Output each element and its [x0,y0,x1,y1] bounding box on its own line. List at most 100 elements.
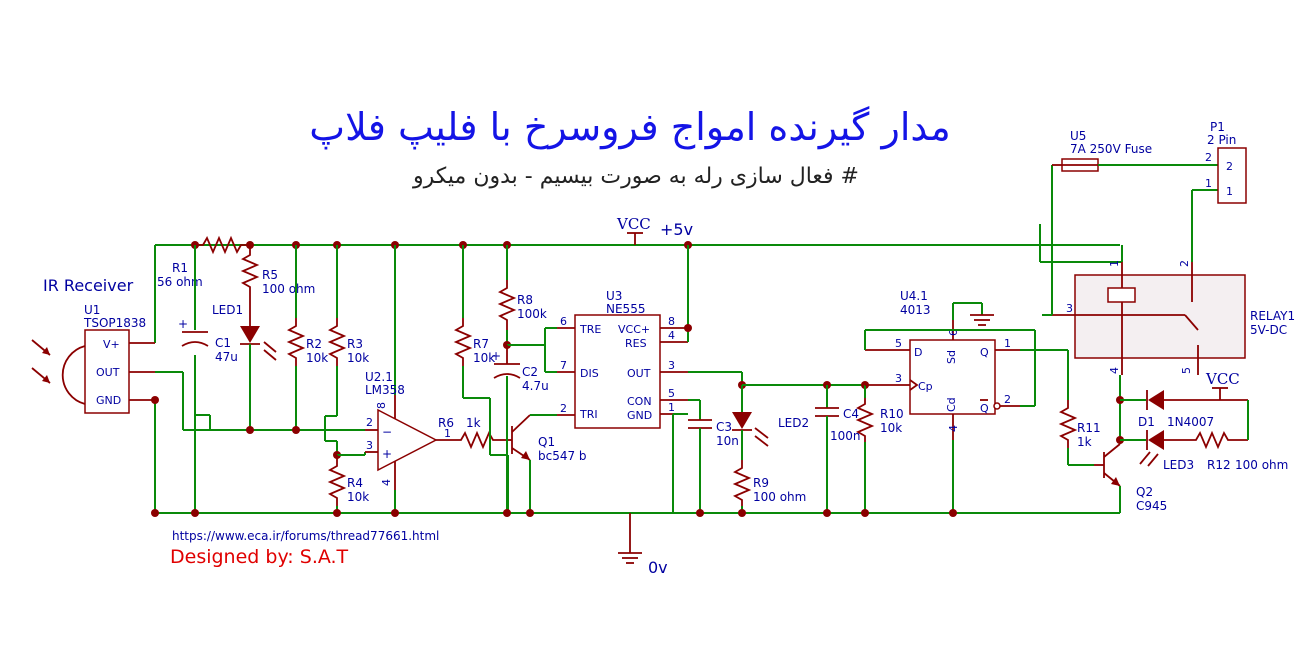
svg-text:4: 4 [380,479,393,486]
svg-text:3: 3 [366,439,373,452]
svg-text:100 ohm: 100 ohm [262,282,315,296]
svg-text:3: 3 [895,372,902,385]
svg-text:TSOP1838: TSOP1838 [83,316,146,330]
resistor-r2: R2 10k [286,318,328,366]
fuse-u5: U5 7A 250V Fuse [1052,129,1152,172]
svg-text:2: 2 [366,416,373,429]
resistor-r8: R8 100k [497,280,547,330]
svg-text:6: 6 [560,315,567,328]
svg-text:10k: 10k [347,351,369,365]
svg-text:1: 1 [444,427,451,440]
svg-text:1: 1 [668,401,675,414]
svg-text:bc547 b: bc547 b [538,449,587,463]
svg-text:RELAY1: RELAY1 [1250,309,1295,323]
resistor-r6: R6 1k [438,416,500,450]
svg-text:R5: R5 [262,268,278,282]
svg-text:100k: 100k [517,307,547,321]
led-led1: LED1 [212,296,277,361]
svg-text:R11: R11 [1077,421,1101,435]
resistor-r10: R10 10k [855,398,904,442]
vcc-symbol-top: VCC [616,215,651,245]
svg-text:2 Pin: 2 Pin [1207,133,1236,147]
resistor-r5: R5 100 ohm [240,245,315,296]
svg-text:10k: 10k [880,421,902,435]
diode-d1: D1 1N4007 [1138,390,1248,429]
svg-text:C2: C2 [522,365,538,379]
svg-text:5: 5 [1180,367,1193,374]
forum-link[interactable]: https://www.eca.ir/forums/thread77661.ht… [172,529,439,543]
svg-text:100n: 100n [830,429,861,443]
svg-text:C1: C1 [215,336,231,350]
resistor-r9: R9 100 ohm [732,460,806,506]
svg-text:100 ohm: 100 ohm [1235,458,1288,472]
svg-text:1: 1 [1108,260,1121,267]
timer-u3: U3 NE555 6 7 2 TRE DIS TRI 8 4 3 5 1 VCC… [557,289,688,429]
capacitor-c2: + C2 4.7u [491,345,549,393]
svg-text:10k: 10k [473,351,495,365]
svg-text:V+: V+ [103,338,120,351]
svg-text:IR Receiver: IR Receiver [43,276,134,295]
svg-text:LED3: LED3 [1163,458,1194,472]
svg-text:7A 250V Fuse: 7A 250V Fuse [1070,142,1152,156]
connector-p1: P1 2 Pin 2 1 2 1 [1205,120,1247,204]
svg-text:TRI: TRI [579,408,598,421]
svg-text:Cd: Cd [945,397,958,412]
svg-text:56 ohm: 56 ohm [157,275,203,289]
ir-receiver-u1: IR Receiver U1 TSOP1838 V+ OUT GND [31,276,155,414]
svg-text:2: 2 [1178,260,1191,267]
svg-text:5: 5 [668,387,675,400]
svg-text:VCC: VCC [616,215,651,233]
svg-text:R7: R7 [473,337,489,351]
opamp-u2: − + U2.1 LM358 8 2 3 1 4 [365,370,455,490]
svg-text:10n: 10n [716,434,739,448]
svg-text:100 ohm: 100 ohm [753,490,806,504]
svg-text:Q: Q [980,346,989,359]
svg-text:8: 8 [375,402,388,409]
svg-text:R9: R9 [753,476,769,490]
designed-by: Designed by: S.A.T [170,546,349,568]
svg-text:C945: C945 [1136,499,1167,513]
svg-text:DIS: DIS [580,367,599,380]
svg-text:8: 8 [668,315,675,328]
capacitor-c3: C3 10n [688,419,739,448]
svg-text:47u: 47u [215,350,238,364]
svg-text:R2: R2 [306,337,322,351]
plus5v-label: +5v [660,220,693,239]
svg-text:5: 5 [895,337,902,350]
diagram-title: مدار گیرنده امواج فروسرخ با فلیپ فلاپ [309,105,950,150]
svg-text:+: + [491,349,501,363]
capacitor-c1: + C1 47u [178,317,238,364]
svg-text:2: 2 [560,402,567,415]
resistor-r12: R12 100 ohm [1164,430,1288,472]
led-led3: LED3 [1139,430,1194,472]
resistor-r1: R1 56 ohm [157,235,248,289]
svg-text:1: 1 [1205,177,1212,190]
svg-text:Q1: Q1 [538,435,555,449]
svg-text:NE555: NE555 [606,302,645,316]
svg-text:LM358: LM358 [365,383,405,397]
transistor-q2: Q2 C945 [1094,443,1167,513]
svg-text:U1: U1 [84,303,100,317]
diagram-subtitle: # فعال سازی رله به صورت بیسیم - بدون میک… [412,164,859,189]
svg-text:4: 4 [1108,367,1121,374]
svg-text:VCC+: VCC+ [618,323,650,336]
svg-text:2: 2 [1226,160,1233,173]
flipflop-u4: U4.1 4013 5 3 D Cp 6 Sd 4 Cd 1 Q 2 Q [865,289,1020,440]
svg-text:4.7u: 4.7u [522,379,549,393]
resistor-r11: R11 1k [1058,400,1101,449]
svg-text:C4: C4 [843,407,859,421]
svg-text:Cp: Cp [918,380,933,393]
svg-text:U5: U5 [1070,129,1086,143]
svg-text:D: D [914,346,922,359]
svg-text:Q: Q [980,402,989,415]
svg-text:R12: R12 [1207,458,1231,472]
svg-text:Q2: Q2 [1136,485,1153,499]
led-led2: LED2 [732,412,809,447]
svg-text:R10: R10 [880,407,904,421]
svg-text:6: 6 [947,329,960,336]
svg-text:GND: GND [627,409,652,422]
svg-text:R8: R8 [517,293,533,307]
svg-text:R1: R1 [172,261,188,275]
svg-text:U3: U3 [606,289,622,303]
